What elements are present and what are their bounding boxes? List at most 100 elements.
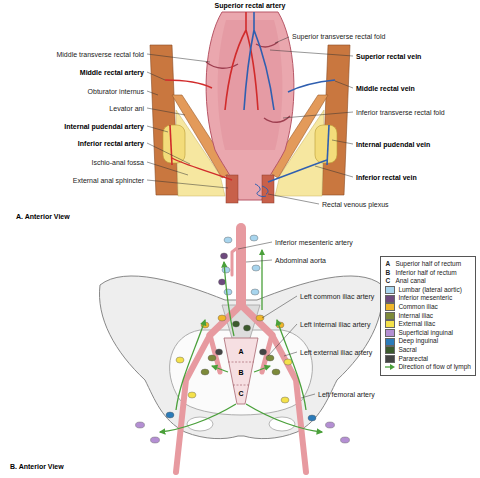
lymph-node	[308, 415, 316, 421]
legend-box: ASuperior half of rectumBInferior half o…	[380, 256, 476, 376]
pudendal-canal	[163, 125, 185, 163]
legend-text: External iliac	[398, 320, 435, 329]
legend-row: Internal iliac	[385, 312, 471, 321]
lymph-node	[201, 369, 209, 375]
legend-text: Pararectal	[398, 355, 428, 364]
structure-label: Superior transverse rectal fold	[292, 32, 385, 41]
structure-label: Ischio-anal fossa	[91, 158, 144, 167]
vessel-label: Internal pudendal artery	[64, 122, 144, 131]
venous-plexus	[255, 184, 268, 197]
leader-line	[268, 194, 319, 204]
vessel-label: Inferior rectal artery	[78, 139, 144, 148]
leader-line	[147, 126, 168, 132]
legend-row: Inferior mesenteric	[385, 294, 471, 303]
arterial-tree	[176, 228, 306, 472]
rectal-mucosa	[218, 20, 283, 150]
artery-vessel	[225, 12, 258, 110]
vessel-label: Middle rectal vein	[356, 84, 415, 93]
leader-line	[147, 91, 158, 95]
legend-swatch	[385, 303, 395, 311]
vessel-label: Left external iliac artery	[300, 348, 372, 357]
lymph-node	[151, 437, 160, 443]
iliac-vessel	[176, 335, 306, 472]
vessel-label: Left femoral artery	[318, 390, 375, 399]
lymph-node	[256, 315, 264, 321]
legend-row: External iliac	[385, 320, 471, 329]
structure-label: Middle transverse rectal fold	[56, 50, 144, 59]
lymph-node	[222, 267, 230, 273]
leader-line	[301, 394, 315, 398]
leader-line	[270, 50, 353, 56]
leader-line	[284, 352, 297, 356]
leader-line	[283, 112, 353, 118]
leader-line	[147, 180, 228, 188]
vein-vessel	[288, 80, 335, 92]
lymph-flow-arrows	[160, 250, 322, 432]
rectum-outline	[224, 338, 258, 404]
legend-row: BInferior half of rectum	[385, 269, 471, 278]
lymph-node	[176, 357, 184, 363]
flow-arrow	[261, 250, 262, 310]
vessel-label: Middle rectal artery	[80, 68, 144, 77]
legend-text: Superficial inguinal	[398, 329, 453, 338]
vessel-label: Abdominal aorta	[275, 256, 326, 265]
legend-row: Sacral	[385, 346, 471, 355]
lymph-node	[218, 315, 226, 321]
view-caption: A. Anterior View	[16, 212, 70, 221]
arrow-head	[390, 364, 395, 370]
lymph-node	[233, 321, 240, 327]
sphincter-muscle	[262, 175, 274, 203]
leader-line	[246, 260, 272, 262]
lymph-node	[136, 422, 145, 428]
lymph-node	[326, 422, 335, 428]
leader-line	[262, 296, 297, 318]
legend-row: Common iliac	[385, 303, 471, 312]
aorta-vessel	[236, 228, 246, 305]
structure-label: Levator ani	[109, 104, 144, 113]
vessel-label: Internal pudendal vein	[356, 140, 430, 149]
legend-text: Superior half of rectum	[395, 260, 461, 269]
lymph-node	[266, 355, 274, 361]
vein-vessel	[268, 160, 327, 182]
lymph-node	[341, 437, 350, 443]
leader-line	[147, 108, 185, 115]
lymph-node	[272, 369, 280, 375]
lymph-node	[244, 325, 251, 331]
flow-arrow	[246, 404, 322, 432]
legend-text: Inferior half of rectum	[395, 269, 456, 278]
leader-line	[315, 166, 353, 177]
legend-swatch	[385, 338, 395, 346]
legend-row: Direction of flow of lymph	[385, 363, 471, 372]
obturator-muscle	[322, 45, 350, 195]
region-letter: C	[238, 389, 243, 398]
legend-key-letter: B	[385, 269, 395, 278]
legend-row: Superficial inguinal	[385, 329, 471, 338]
legend-row: ASuperior half of rectum	[385, 260, 471, 269]
legend-text: Sacral	[398, 346, 416, 355]
flow-arrow	[277, 320, 306, 410]
lymph-node	[252, 265, 260, 271]
vessel-label: Superior rectal artery	[215, 1, 286, 10]
obturator-foramen	[269, 417, 295, 431]
leader-line	[147, 72, 165, 80]
lymph-node	[224, 289, 232, 295]
legend-row: Lumbar (lateral aortic)	[385, 286, 471, 295]
legend-text: Inferior mesenteric	[398, 294, 452, 303]
legend-swatch	[385, 312, 395, 320]
lymph-node	[250, 235, 258, 241]
vein-vessel	[244, 12, 274, 110]
structure-label: Inferior transverse rectal fold	[356, 108, 445, 117]
legend-swatch	[385, 295, 395, 303]
legend-swatch	[385, 346, 395, 354]
leader-line	[147, 143, 190, 164]
lymph-node	[208, 355, 216, 361]
flow-arrow	[254, 366, 270, 372]
region-letter: B	[238, 368, 243, 377]
legend-text: Anal canal	[395, 277, 425, 286]
lymph-node	[281, 397, 289, 403]
leader-line	[238, 242, 272, 249]
vein-vessel	[327, 125, 329, 165]
vessel-label: Left common iliac artery	[300, 292, 374, 301]
obturator-muscle	[150, 45, 178, 195]
